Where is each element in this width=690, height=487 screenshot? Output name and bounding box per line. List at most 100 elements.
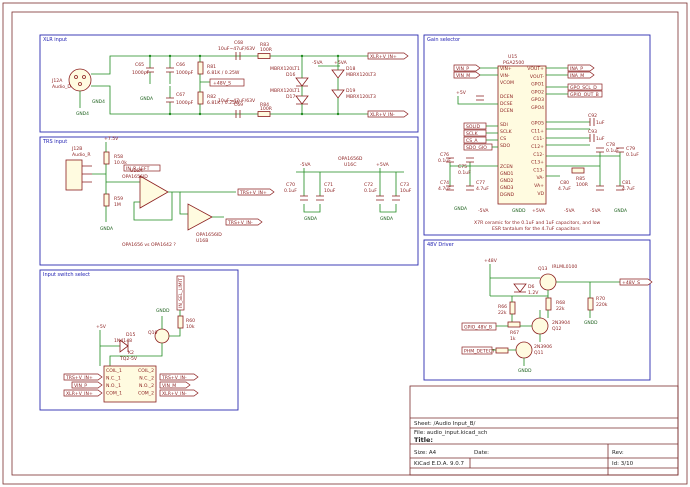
xlr-section-box: [39, 34, 419, 133]
xlr-gnda: GNDA: [140, 96, 153, 102]
ina-m-label[interactable]: [567, 71, 595, 79]
r82-resistor[interactable]: [197, 91, 204, 105]
pin-label: VD: [537, 191, 544, 197]
pin-label: C11+: [531, 128, 544, 134]
svg-text:IN_SEL_LIMIT: IN_SEL_LIMIT: [178, 278, 184, 308]
xlr-jack-value: Audio_D: [52, 84, 71, 90]
r58-resistor[interactable]: [103, 151, 110, 165]
trs-net-in-n[interactable]: [225, 218, 263, 226]
r69-resistor[interactable]: [495, 347, 509, 354]
r68-resistor[interactable]: [545, 297, 552, 311]
c65-val: 1000pF: [132, 70, 150, 76]
trs-gnda-3: GNDA: [380, 216, 393, 222]
d16-ref: D16: [286, 72, 295, 78]
pin-label: GPO1: [531, 82, 544, 88]
vin-m-label[interactable]: [453, 71, 481, 79]
svg-text:SDO_GIO: SDO_GIO: [466, 145, 487, 151]
sw-net-vin-p[interactable]: [71, 381, 103, 389]
xlr-net-in-p[interactable]: [367, 52, 409, 60]
sw-net-trs-p[interactable]: [63, 373, 103, 381]
pin-label: GPO5: [531, 121, 544, 127]
r67-resistor[interactable]: [507, 321, 521, 328]
r59-resistor[interactable]: [103, 193, 110, 207]
p48v-label: [209, 78, 245, 87]
u15-part: PGA2500: [503, 60, 524, 66]
trs-jack-symbol[interactable]: [65, 159, 83, 191]
rev-label: Rev:: [612, 450, 624, 456]
r60-resistor[interactable]: [177, 315, 184, 329]
gain-m5va: -5VA: [478, 208, 489, 214]
c79-val: 0.1uF: [626, 152, 639, 158]
gain-note-2: ESR tantalum for the 4.7uF capacitors: [492, 226, 580, 232]
pin-label: DCSE: [500, 101, 513, 107]
r60-val: 10k: [186, 324, 195, 330]
c67-val: 1000pF: [176, 100, 194, 106]
svg-text:XLR+V_IN+: XLR+V_IN+: [370, 54, 397, 60]
d17-ref: D17: [286, 94, 295, 100]
c69-ref: C69: [234, 102, 243, 108]
xlr-jack-symbol[interactable]: [68, 68, 92, 92]
r83-ref: R83: [260, 42, 269, 48]
q11-transistor[interactable]: [515, 341, 533, 359]
k2-ref: K2: [128, 350, 134, 356]
r66-resistor[interactable]: [509, 301, 516, 315]
r60-ref: R60: [186, 318, 195, 324]
r81-resistor[interactable]: [197, 61, 204, 75]
xlr-input-circuit: J12A Audio_D GND4 GND4 C65 1000pF C66 10…: [51, 40, 409, 118]
q13-mosfet[interactable]: [539, 273, 557, 291]
k2-relay[interactable]: [103, 365, 157, 403]
p48v-s-out[interactable]: [619, 278, 653, 286]
trs-input-circuit: +7.5V J12B Audio_R R58 10.0k R59 1M GNDA…: [65, 136, 412, 248]
c75-val: 0.1uF: [458, 170, 471, 176]
pga2500-ic[interactable]: [497, 65, 547, 205]
svg-text:TRS+V_IN-: TRS+V_IN-: [161, 375, 187, 381]
pin-label: VA+: [534, 183, 544, 189]
gain-selector-circuit: U15 PGA2500 VIN+VIN-VCOMDCENDCSEDCENSDIS…: [438, 54, 639, 232]
pin-label: GPO3: [531, 97, 544, 103]
m5va-rail: -5VA: [312, 60, 323, 66]
pin-label: COIL_1: [106, 368, 122, 374]
r70-resistor[interactable]: [587, 297, 594, 311]
r84-ref: R84: [260, 102, 269, 108]
sw-net-vin-m[interactable]: [159, 381, 191, 389]
r84-resistor[interactable]: [257, 111, 271, 117]
pin-label: C11-: [533, 136, 544, 142]
r82-ref: R82: [207, 94, 216, 100]
xlr-net-in-n[interactable]: [367, 110, 409, 118]
c68-ref: C68: [234, 40, 243, 46]
svg-text:TRS+V_IN+: TRS+V_IN+: [239, 190, 267, 196]
r68-val: 22k: [556, 306, 565, 312]
vin-p-label[interactable]: [453, 64, 481, 72]
q12-transistor[interactable]: [531, 317, 549, 335]
gpio-48v-label: [461, 322, 497, 331]
gain-m5va-3: -5VA: [590, 208, 601, 214]
d18-ref: D18: [346, 66, 355, 72]
r83-resistor[interactable]: [257, 53, 271, 59]
u16b-opamp[interactable]: [187, 203, 213, 231]
d15-ref: D15: [126, 332, 135, 338]
phantom-gndd: GNDD: [584, 320, 598, 326]
svg-text:INA_P: INA_P: [570, 66, 583, 72]
d6-ref: D6: [528, 284, 535, 290]
ina-p-label[interactable]: [567, 64, 595, 72]
sw-net-xlr-n[interactable]: [159, 389, 199, 397]
u15-ref: U15: [508, 54, 517, 60]
q10-ref: Q10: [148, 330, 158, 336]
r67-val: 1k: [510, 336, 516, 342]
p48v-rail: +48V: [484, 258, 498, 264]
pin-label: N.O._2: [139, 383, 154, 389]
pin-label: C12-: [533, 152, 544, 158]
svg-text:TRS+V_IN-: TRS+V_IN-: [227, 220, 253, 226]
sw-net-xlr-p[interactable]: [63, 389, 103, 397]
r59-ref: R59: [114, 196, 123, 202]
trs-net-in-p[interactable]: [237, 188, 275, 196]
u15-left-pins: VIN+VIN-VCOMDCENDCSEDCENSDISCLKCSSDOZCEN…: [500, 66, 515, 198]
c66-ref: C66: [176, 62, 185, 68]
r66-val: 22k: [498, 310, 507, 316]
q13-part: IRLML0100: [552, 264, 577, 270]
pin-label: GPO4: [531, 105, 544, 111]
r85-resistor[interactable]: [571, 167, 585, 174]
u16a-opamp[interactable]: [139, 175, 169, 209]
c70-ref: C70: [286, 182, 295, 188]
sw-net-trs-n[interactable]: [159, 373, 199, 381]
